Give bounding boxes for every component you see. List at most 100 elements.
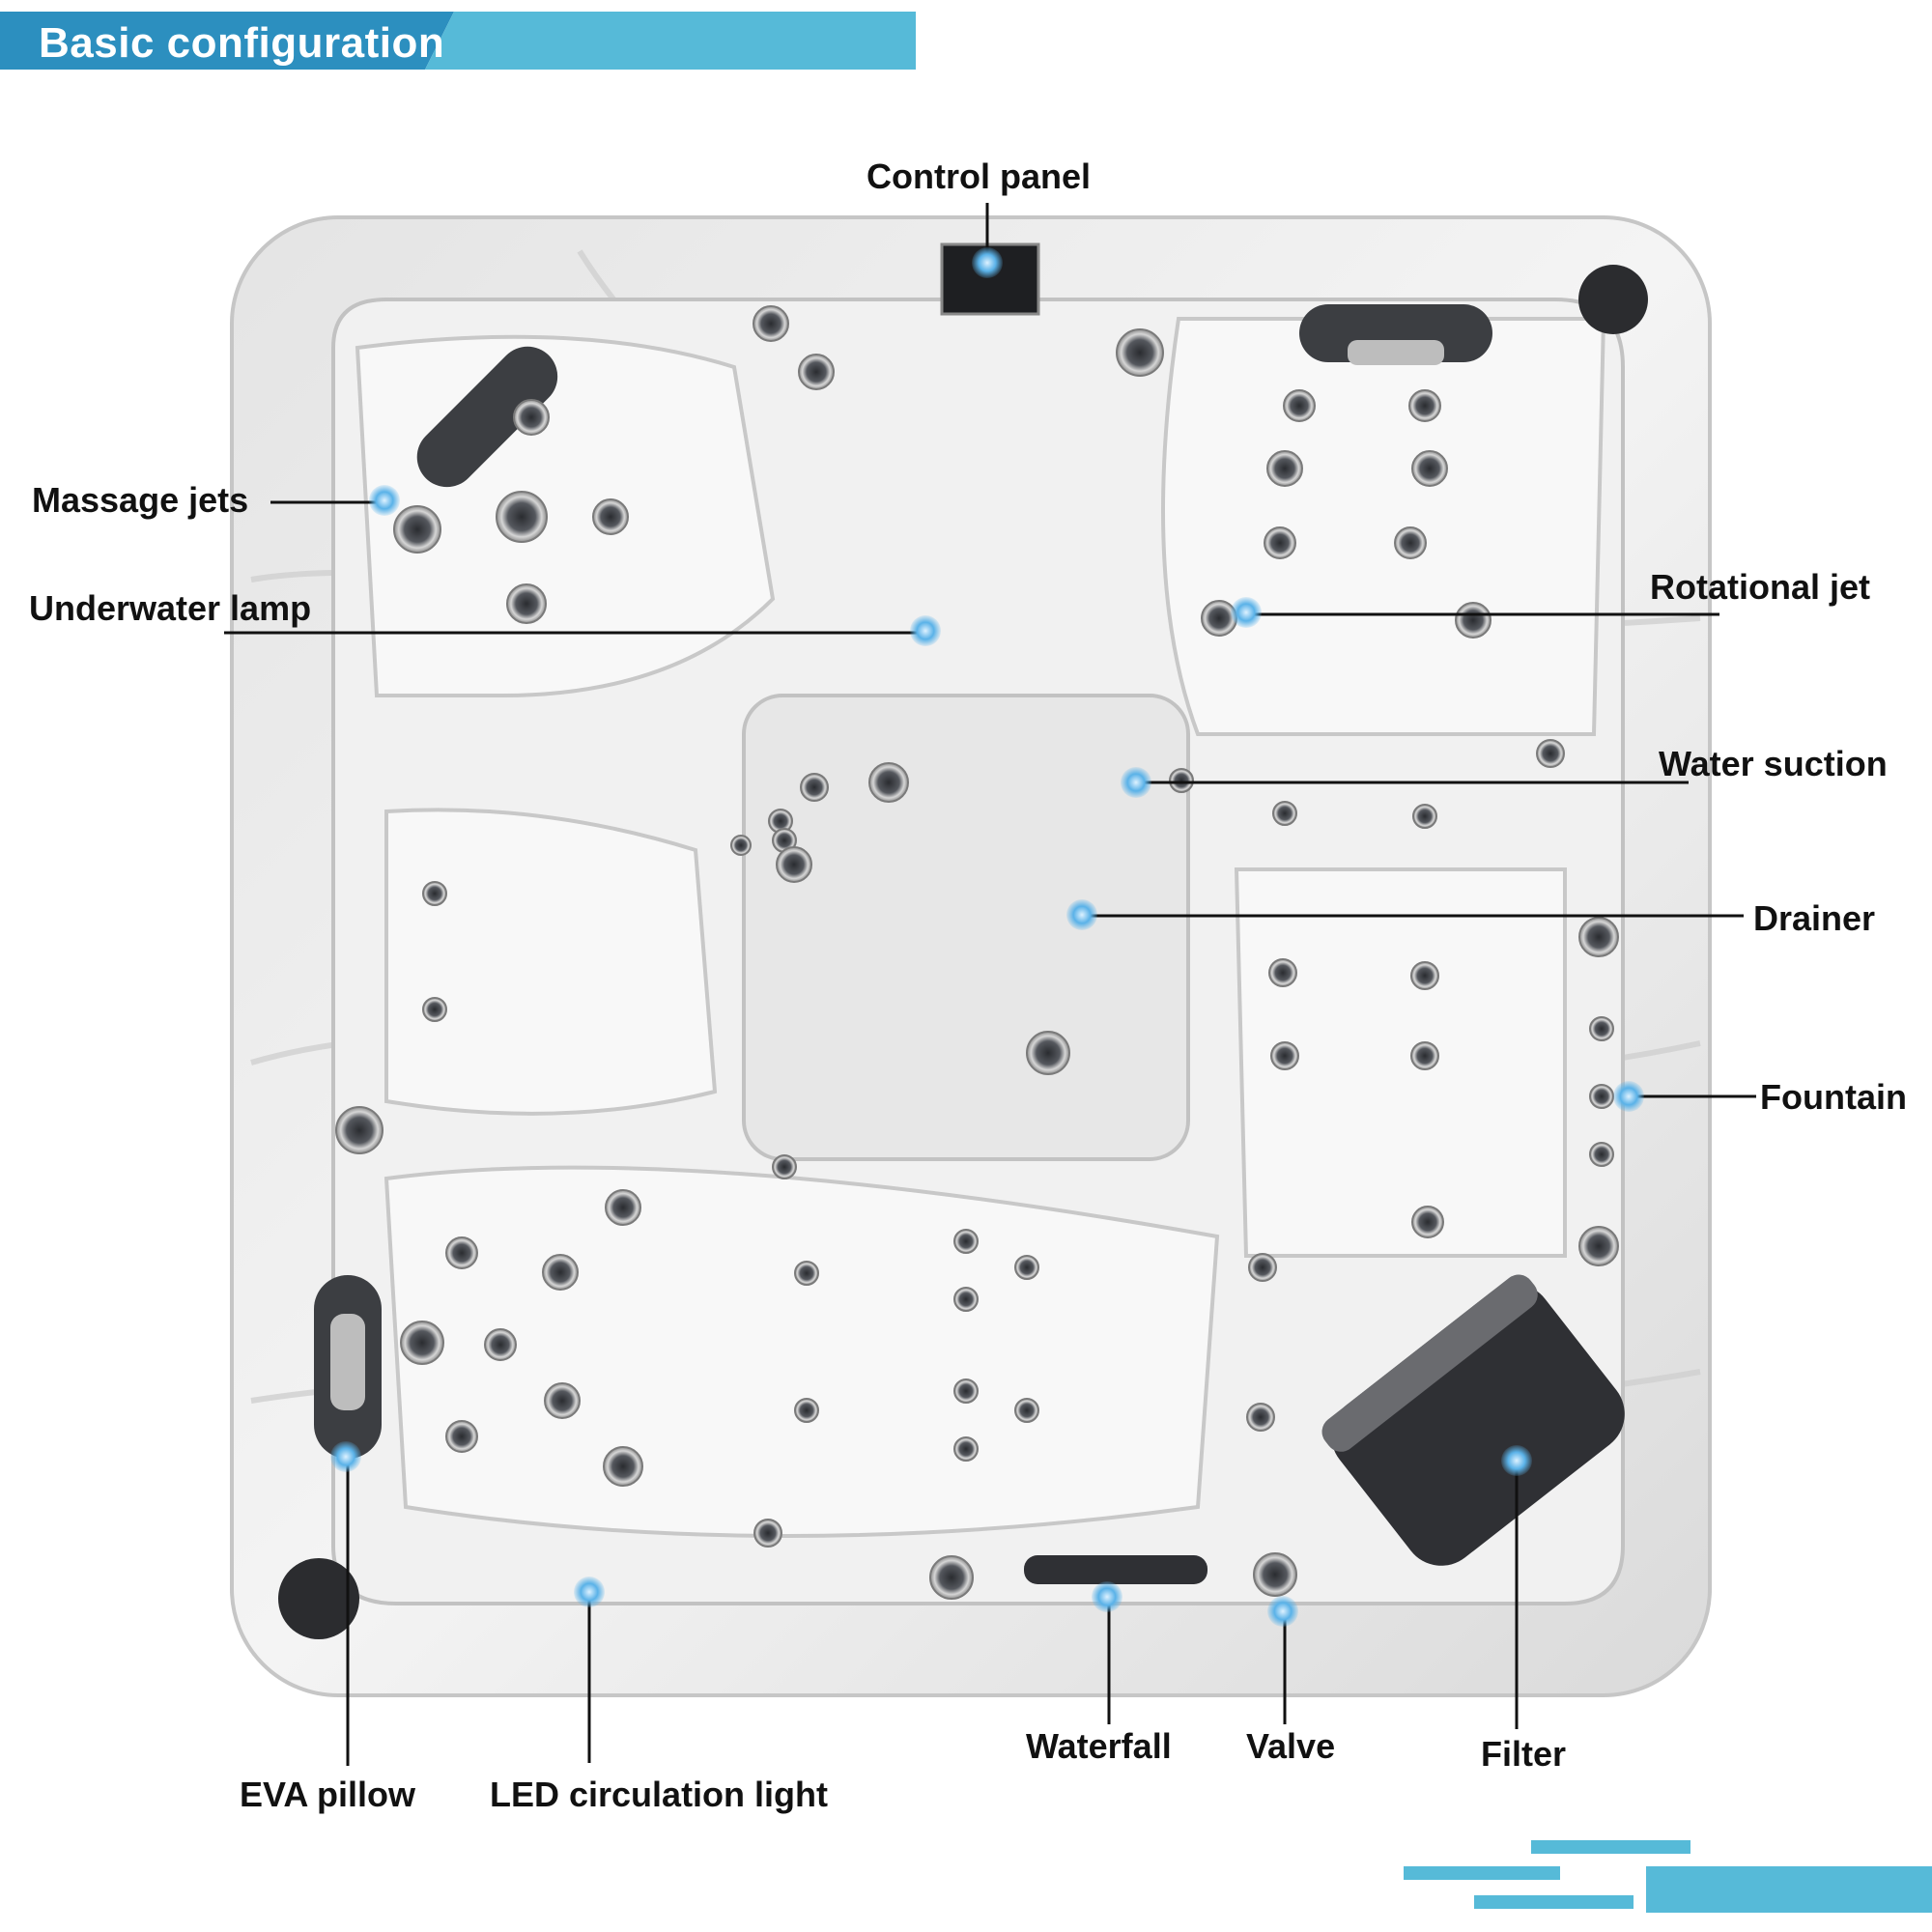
jet-50 [953, 1229, 979, 1254]
jet-27 [730, 835, 752, 856]
jet-51 [1014, 1255, 1039, 1280]
pillow-top-right [1299, 304, 1492, 362]
callout-dot-water-suction [1121, 767, 1151, 798]
jet-8 [1116, 328, 1164, 377]
jet-6 [753, 305, 789, 342]
pillow-top-right-insert [1348, 340, 1444, 365]
header-banner-light [425, 12, 916, 70]
jet-18 [1169, 768, 1194, 793]
jet-52 [953, 1287, 979, 1312]
callout-dot-eva-pillow [330, 1441, 361, 1472]
waterfall-fixture [1024, 1555, 1208, 1584]
label-control-panel: Control panel [867, 156, 1091, 196]
jet-11 [1266, 450, 1303, 487]
jet-29 [1026, 1031, 1070, 1075]
jet-53 [953, 1378, 979, 1404]
jet-31 [1410, 961, 1439, 990]
jet-41 [605, 1189, 641, 1226]
pillow-top-left [416, 346, 558, 488]
jet-13 [1264, 526, 1296, 559]
jet-20 [1412, 804, 1437, 829]
header-banner-dark [0, 12, 454, 70]
jet-5 [506, 583, 547, 624]
corner-caps [278, 265, 1648, 1639]
jet-56 [794, 1398, 819, 1423]
header-title: Basic configuration [39, 19, 445, 67]
label-waterfall: Waterfall [1026, 1726, 1172, 1766]
label-massage-jets: Massage jets [32, 480, 249, 520]
jet-49 [794, 1261, 819, 1286]
callout-dot-massage-jets [369, 485, 400, 516]
decorative-bars [1404, 1840, 1932, 1913]
jet-28 [776, 846, 812, 883]
jet-21 [422, 881, 447, 906]
label-fountain: Fountain [1760, 1077, 1907, 1117]
jet-17 [1536, 739, 1565, 768]
label-water-suction: Water suction [1659, 744, 1888, 783]
jet-1 [513, 399, 550, 436]
callout-dot-filter [1501, 1445, 1532, 1476]
jet-10 [1408, 389, 1441, 422]
jet-43 [542, 1254, 579, 1291]
label-drainer: Drainer [1753, 898, 1876, 938]
jet-array [335, 305, 1619, 1600]
jet-19 [1272, 801, 1297, 826]
jet-45 [484, 1328, 517, 1361]
seat-bottom [384, 1165, 1220, 1538]
label-underwater-lamp: Underwater lamp [29, 588, 312, 628]
jet-59 [1246, 1403, 1275, 1432]
jet-55 [953, 1436, 979, 1462]
pillow-bottom-left-insert [330, 1314, 365, 1410]
jet-9 [1283, 389, 1316, 422]
jet-44 [400, 1321, 444, 1365]
callout-dot-control-panel [972, 247, 1003, 278]
deco-bar-2 [1404, 1866, 1560, 1880]
label-eva-pillow: EVA pillow [240, 1775, 416, 1814]
jet-47 [445, 1420, 478, 1453]
label-led-circulation-light: LED circulation light [490, 1775, 829, 1814]
callout-dot-valve [1267, 1596, 1298, 1627]
seat-right [1234, 867, 1567, 1258]
jet-12 [1411, 450, 1448, 487]
leader-lines [224, 203, 1756, 1766]
header-banner-shape [0, 12, 916, 70]
deco-bar-3 [1474, 1895, 1634, 1909]
jet-2 [393, 505, 441, 554]
jet-35 [1589, 1016, 1614, 1041]
callout-dot-drainer [1066, 899, 1097, 930]
jet-3 [496, 491, 548, 543]
jet-61 [929, 1555, 974, 1600]
corner-cap-top-right [1578, 265, 1648, 334]
callout-dot-fountain [1613, 1081, 1644, 1112]
jet-22 [422, 997, 447, 1022]
jet-25 [868, 762, 909, 803]
jet-7 [798, 354, 835, 390]
jet-48 [603, 1446, 643, 1487]
jet-16 [1455, 602, 1492, 639]
jet-37 [1589, 1142, 1614, 1167]
jet-23 [800, 773, 829, 802]
jet-57 [1248, 1253, 1277, 1282]
jet-15 [1201, 600, 1237, 637]
callout-dot-underwater-lamp [910, 615, 941, 646]
callout-dot-waterfall [1092, 1581, 1122, 1612]
seat-left-lounge [384, 808, 718, 1116]
deco-bar-1 [1531, 1840, 1690, 1854]
jet-62 [1253, 1552, 1297, 1597]
jet-34 [1578, 917, 1619, 957]
label-rotational-jet: Rotational jet [1650, 567, 1871, 607]
header-banner: Basic configuration [0, 12, 916, 70]
label-filter: Filter [1481, 1734, 1567, 1774]
jet-30 [1268, 958, 1297, 987]
jet-60 [753, 1519, 782, 1548]
jet-58 [1411, 1206, 1444, 1238]
jet-54 [1014, 1398, 1039, 1423]
spa-footwell [742, 694, 1190, 1161]
jet-40 [772, 1154, 797, 1179]
deco-bar-4 [1646, 1866, 1932, 1913]
jet-46 [544, 1382, 581, 1419]
pillows [314, 304, 1492, 1459]
jet-32 [1270, 1041, 1299, 1070]
jet-38 [1578, 1226, 1619, 1266]
